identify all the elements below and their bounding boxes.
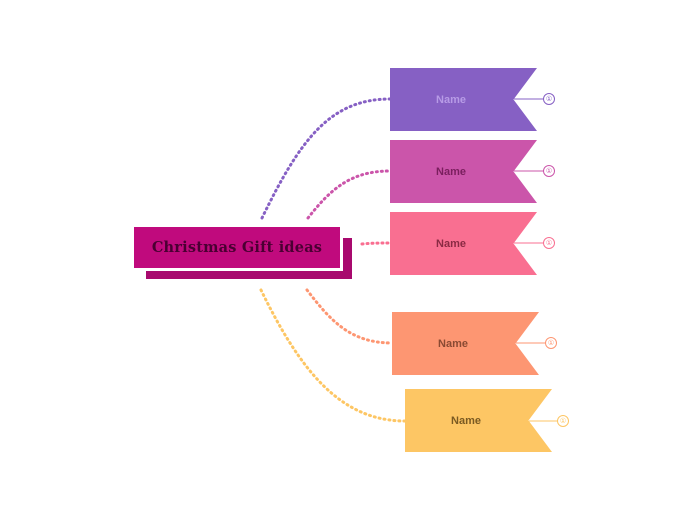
badge-icon[interactable]: ①: [543, 93, 555, 105]
root-topic[interactable]: Christmas Gift ideas: [134, 227, 340, 268]
connector-2: [306, 169, 392, 220]
badge-icon[interactable]: ①: [545, 337, 557, 349]
branch-topic-4[interactable]: Name: [392, 312, 539, 375]
connector-1: [260, 97, 392, 220]
branch-topic-1[interactable]: Name: [390, 68, 537, 131]
badge-icon[interactable]: ①: [543, 237, 555, 249]
connector-5: [259, 288, 407, 423]
root-topic-label: Christmas Gift ideas: [151, 239, 323, 256]
branch-topic-2[interactable]: Name: [390, 140, 537, 203]
connector-3: [360, 241, 392, 246]
branch-topic-label: Name: [436, 93, 466, 106]
branch-topic-label: Name: [436, 165, 466, 178]
branch-topic-label: Name: [438, 337, 468, 350]
branch-topic-label: Name: [451, 414, 481, 427]
branch-topic-3[interactable]: Name: [390, 212, 537, 275]
badge-icon[interactable]: ①: [543, 165, 555, 177]
branch-topic-5[interactable]: Name: [405, 389, 552, 452]
badge-icon[interactable]: ①: [557, 415, 569, 427]
branch-topic-label: Name: [436, 237, 466, 250]
connector-4: [305, 288, 394, 345]
